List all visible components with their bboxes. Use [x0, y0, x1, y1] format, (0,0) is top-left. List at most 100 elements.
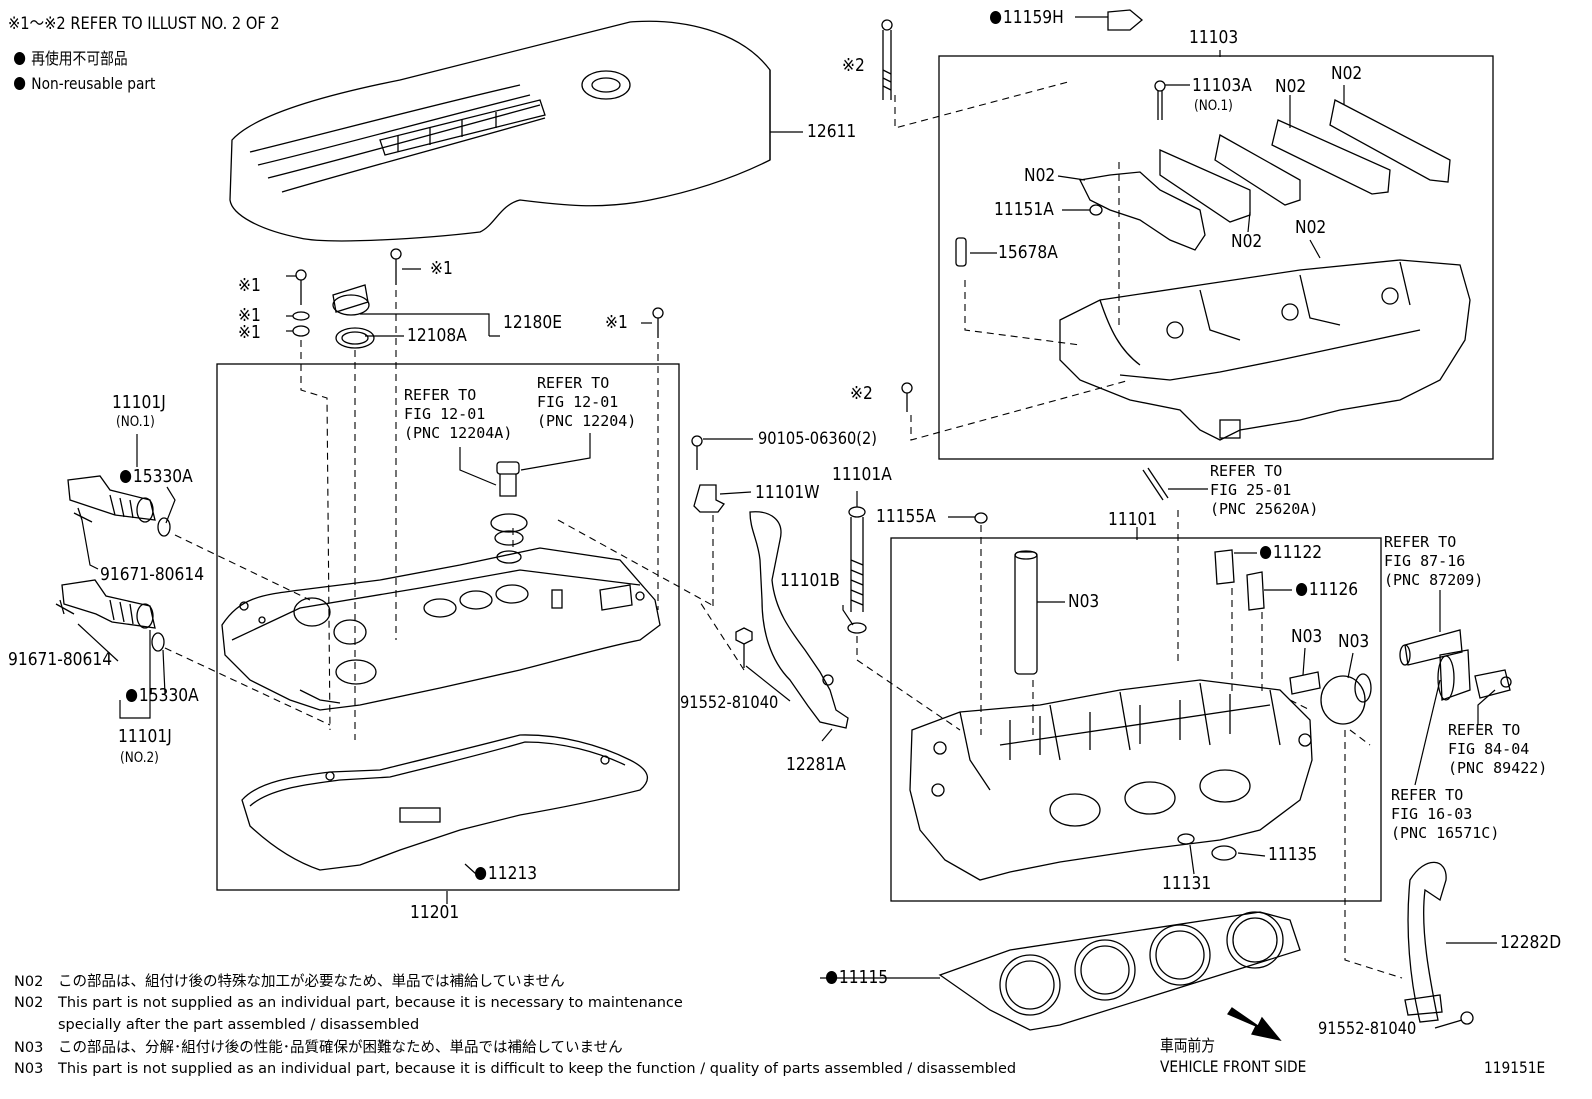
- part-11103[interactable]: 11103: [1189, 27, 1239, 48]
- footnote-text: この部品は、組付け後の特殊な加工が必要なため、単品では補給していません: [58, 974, 565, 990]
- part-11126[interactable]: 11126: [1296, 580, 1358, 600]
- camshaft-housing-frame: [938, 55, 1494, 460]
- note-n02[interactable]: N02: [1275, 76, 1307, 97]
- part-11103A-sub: (NO.1): [1194, 98, 1233, 114]
- bolts-top-left: [292, 248, 664, 349]
- engine-cover-drawing: [229, 20, 771, 242]
- legend-en: Non-reusable part: [31, 74, 156, 93]
- part-91552-81040-b[interactable]: 91552-81040: [1318, 1019, 1417, 1039]
- part-12282D[interactable]: 12282D: [1500, 932, 1562, 953]
- note-n03[interactable]: N03: [1068, 591, 1100, 612]
- non-reusable-dot-icon: [1296, 583, 1308, 596]
- star2-label: ※2: [850, 383, 873, 404]
- non-reusable-dot-icon: [120, 470, 132, 483]
- part-11155A[interactable]: 11155A: [876, 506, 936, 527]
- part-11101J-no1-sub: (NO.1): [116, 414, 155, 430]
- part-11213[interactable]: 11213: [475, 864, 537, 884]
- ocv-no1: [67, 475, 171, 537]
- part-11101[interactable]: 11101: [1108, 509, 1158, 530]
- footnote-code: N02: [14, 974, 44, 990]
- part-15330A-2[interactable]: 15330A: [126, 686, 199, 706]
- star1-label: ※1: [238, 275, 261, 296]
- footnote-text: この部品は、分解･組付け後の性能･品質確保が困難なため、単品では補給していません: [58, 1040, 623, 1056]
- footnote-code: N03: [14, 1040, 44, 1056]
- part-11201[interactable]: 11201: [410, 902, 460, 923]
- part-11101J-no2[interactable]: 11101J: [118, 726, 172, 747]
- note-n03[interactable]: N03: [1338, 631, 1370, 652]
- legend-jp-row: 再使用不可部品: [14, 49, 128, 69]
- non-reusable-dot-icon: [826, 971, 838, 984]
- pcv-valve: [490, 461, 528, 564]
- bracket-12281A: [735, 511, 849, 729]
- star1-label: ※1: [430, 258, 453, 279]
- star1-label: ※1: [238, 322, 261, 343]
- head-bolt: [847, 506, 867, 634]
- footnote-code: N02: [14, 995, 44, 1011]
- note-n03[interactable]: N03: [1291, 626, 1323, 647]
- part-12611[interactable]: 12611: [807, 121, 857, 142]
- note-n02[interactable]: N02: [1295, 217, 1327, 238]
- part-11101J-no1[interactable]: 11101J: [112, 392, 166, 413]
- non-reusable-dot-icon: [14, 52, 26, 65]
- part-90105-06360[interactable]: 90105-06360(2): [758, 429, 878, 449]
- part-11135[interactable]: 11135: [1268, 844, 1318, 865]
- part-11131[interactable]: 11131: [1162, 873, 1212, 894]
- valve-cover-frame: [216, 363, 680, 891]
- stud-top: [881, 19, 913, 412]
- leader-lines: [77, 16, 1497, 1029]
- part-11159H[interactable]: 11159H: [990, 8, 1064, 28]
- note-n02[interactable]: N02: [1231, 231, 1263, 252]
- valve-cover-drawing: [221, 547, 661, 711]
- part-11151A[interactable]: 11151A: [994, 199, 1054, 220]
- head-gasket: [938, 911, 1301, 1031]
- part-11101B[interactable]: 11101B: [780, 570, 840, 591]
- footnote-text: This part is not supplied as an individu…: [58, 995, 683, 1011]
- footnote-text: This part is not supplied as an individu…: [58, 1061, 1017, 1077]
- part-11122[interactable]: 11122: [1260, 543, 1322, 563]
- dashed-lines: [164, 81, 1403, 979]
- vehicle-front-jp: 車両前方: [1160, 1036, 1216, 1055]
- part-15678A[interactable]: 15678A: [998, 242, 1058, 263]
- footnote-code: N03: [14, 1061, 44, 1077]
- legend-jp: 再使用不可部品: [31, 49, 128, 68]
- part-11115[interactable]: 11115: [826, 968, 888, 988]
- part-15330A-1[interactable]: 15330A: [120, 467, 193, 487]
- bracket-12282D: [1404, 861, 1474, 1025]
- note-n02[interactable]: N02: [1331, 63, 1363, 84]
- camshaft-housing-drawing: [955, 9, 1471, 441]
- non-reusable-dot-icon: [475, 867, 487, 880]
- note-n02[interactable]: N02: [1024, 165, 1056, 186]
- vehicle-front-arrow: [1227, 1007, 1282, 1042]
- misc-right-parts: [974, 467, 1512, 701]
- cylinder-head-drawing: [909, 549, 1372, 881]
- part-11103A[interactable]: 11103A: [1192, 75, 1252, 96]
- valve-cover-gasket: [241, 734, 649, 871]
- non-reusable-dot-icon: [1260, 546, 1272, 559]
- part-11101A[interactable]: 11101A: [832, 464, 892, 485]
- star1-label: ※1: [238, 305, 261, 326]
- part-91671-80614-b[interactable]: 91671-80614: [8, 649, 113, 670]
- part-11101J-no2-sub: (NO.2): [120, 750, 159, 766]
- star1-label: ※1: [605, 312, 628, 333]
- refer-illust-note: ※1～※2 REFER TO ILLUST NO. 2 OF 2: [8, 14, 280, 34]
- part-11101W[interactable]: 11101W: [755, 482, 820, 503]
- part-91671-80614-a[interactable]: 91671-80614: [100, 564, 205, 585]
- part-12180E[interactable]: 12180E: [503, 312, 563, 333]
- part-12281A[interactable]: 12281A: [786, 754, 846, 775]
- non-reusable-dot-icon: [126, 689, 138, 702]
- part-12108A[interactable]: 12108A: [407, 325, 467, 346]
- part-91552-81040-a[interactable]: 91552-81040: [680, 693, 779, 713]
- legend-en-row: Non-reusable part: [14, 74, 155, 94]
- star2-label: ※2: [842, 55, 865, 76]
- footnote-text: specially after the part assembled / dis…: [58, 1017, 420, 1033]
- non-reusable-dot-icon: [14, 77, 26, 90]
- vehicle-front-en: VEHICLE FRONT SIDE: [1160, 1057, 1307, 1076]
